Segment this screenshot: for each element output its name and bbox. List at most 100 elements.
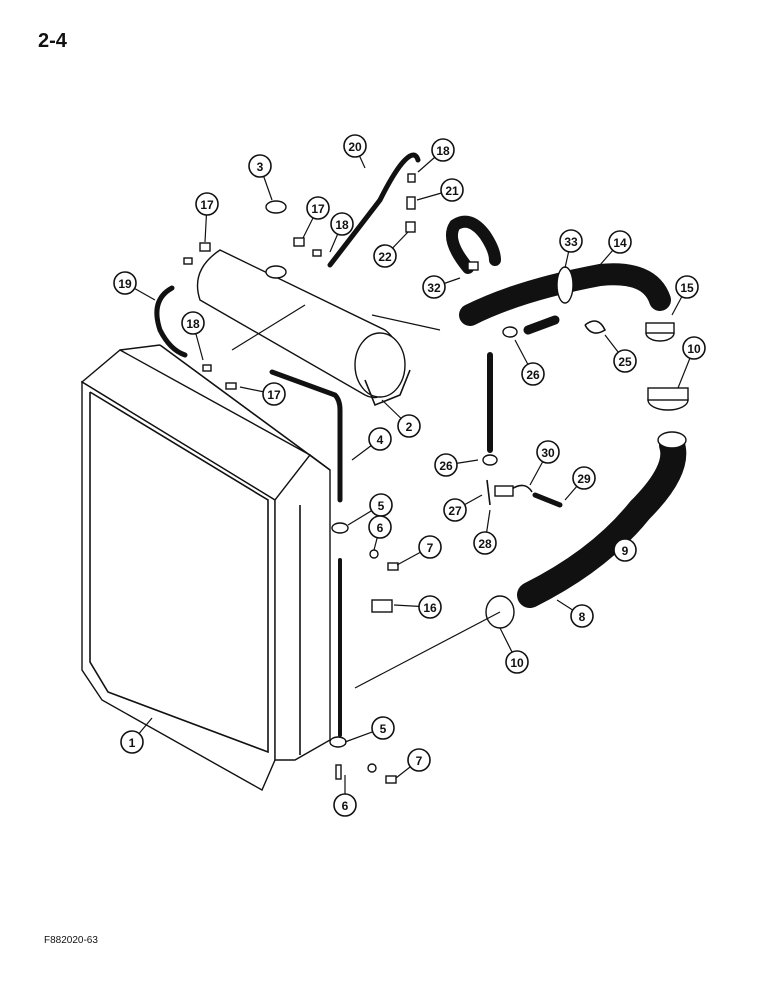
callout-circle [422, 275, 446, 299]
hose-clamp-33 [556, 266, 574, 304]
callout-circle [368, 515, 392, 539]
callout-label: 9 [622, 544, 629, 558]
callout-label: 33 [564, 235, 578, 249]
callout-21: 21 [416, 178, 464, 202]
callout-circle [443, 498, 467, 522]
callout-circle [418, 535, 442, 559]
callout-circle [120, 730, 144, 754]
callout-label: 1 [129, 736, 136, 750]
callout-circle [570, 604, 594, 628]
callout-27: 27 [443, 494, 483, 522]
callout-18: 18 [181, 311, 205, 361]
callout-16: 16 [393, 595, 442, 619]
callout-3: 3 [248, 154, 273, 201]
callout-label: 18 [335, 218, 349, 232]
surge-tank [196, 249, 411, 407]
callout-circle [521, 362, 545, 386]
callout-circle [675, 275, 699, 299]
callout-circle [608, 230, 632, 254]
callout-label: 20 [348, 140, 362, 154]
callout-circle [397, 414, 421, 438]
callout-26: 26 [434, 453, 479, 477]
callout-circle [613, 538, 637, 562]
drain-valve [371, 599, 393, 613]
callout-circle [559, 229, 583, 253]
callout-circle [330, 212, 354, 236]
callout-circle [195, 192, 219, 216]
callout-label: 17 [311, 202, 325, 216]
callout-22: 22 [373, 231, 409, 268]
callout-circle [431, 138, 455, 162]
callout-8: 8 [556, 599, 594, 628]
callout-1: 1 [120, 717, 153, 754]
assembly-lines [231, 304, 501, 689]
callout-label: 7 [427, 541, 434, 555]
callout-17: 17 [195, 192, 219, 243]
small-fittings [183, 173, 479, 390]
callout-circle [248, 154, 272, 178]
callout-28: 28 [473, 509, 497, 555]
callout-18: 18 [417, 138, 455, 173]
callout-25: 25 [604, 334, 637, 373]
callout-circle [333, 793, 357, 817]
callout-circle [473, 531, 497, 555]
callout-9: 9 [609, 538, 637, 562]
callout-label: 2 [406, 420, 413, 434]
callout-circle [418, 595, 442, 619]
figure-code: F882020-63 [44, 935, 98, 946]
callout-30: 30 [529, 440, 560, 486]
callout-circle [371, 716, 395, 740]
callout-4: 4 [351, 427, 392, 461]
callout-label: 14 [613, 236, 627, 250]
callout-5: 5 [344, 716, 395, 743]
mounting-hardware [329, 522, 399, 784]
callout-circle [434, 453, 458, 477]
callout-19: 19 [113, 271, 156, 301]
callout-label: 10 [687, 342, 701, 356]
callout-label: 15 [680, 281, 694, 295]
callout-circle [306, 196, 330, 220]
upper-hose [459, 263, 671, 326]
callout-circle [505, 650, 529, 674]
callout-circle [536, 440, 560, 464]
callout-circle [572, 466, 596, 490]
callout-circle [113, 271, 137, 295]
overflow-tube [269, 369, 343, 503]
callout-label: 25 [618, 355, 632, 369]
callout-32: 32 [422, 275, 461, 299]
callout-7: 7 [396, 535, 442, 566]
callout-label: 28 [478, 537, 492, 551]
callout-20: 20 [343, 134, 367, 169]
hose-clamp-10-upper [647, 387, 689, 411]
callout-circle [440, 178, 464, 202]
callout-label: 18 [436, 144, 450, 158]
callout-circle [181, 311, 205, 335]
callout-7: 7 [395, 748, 431, 779]
callout-6: 6 [368, 515, 392, 551]
callout-label: 4 [377, 433, 384, 447]
callout-26: 26 [514, 339, 545, 386]
callout-label: 16 [423, 601, 437, 615]
callout-17: 17 [239, 382, 286, 406]
callout-circle [407, 748, 431, 772]
callout-label: 19 [118, 277, 132, 291]
callout-circle [373, 244, 397, 268]
callout-10: 10 [499, 627, 529, 674]
callout-6: 6 [333, 775, 357, 817]
callout-label: 8 [579, 610, 586, 624]
callout-29: 29 [564, 466, 596, 501]
callout-label: 5 [378, 499, 385, 513]
callout-label: 29 [577, 472, 591, 486]
callout-label: 5 [380, 722, 387, 736]
callout-18: 18 [329, 212, 354, 253]
vent-hose-20 [327, 152, 421, 268]
callout-label: 27 [448, 504, 462, 518]
callout-label: 26 [526, 368, 540, 382]
callout-label: 18 [186, 317, 200, 331]
callout-label: 7 [416, 754, 423, 768]
lower-hose [517, 432, 687, 608]
callout-circle [613, 349, 637, 373]
callout-label: 26 [439, 459, 453, 473]
callout-circle [368, 427, 392, 451]
